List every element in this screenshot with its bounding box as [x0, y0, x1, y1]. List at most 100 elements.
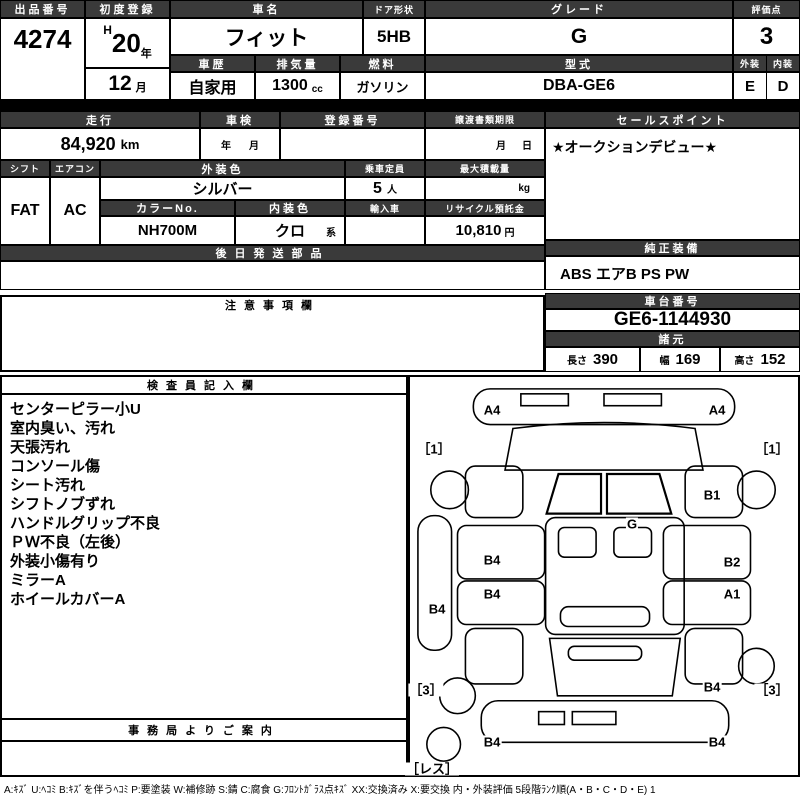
era-letter: H — [103, 23, 112, 37]
reg-year: 20 — [111, 27, 141, 58]
inspector-note: 天張汚れ — [10, 439, 71, 456]
car-name-value: フィット — [170, 18, 363, 55]
damage-mark: A4 — [482, 402, 502, 418]
spec-width: 幅 169 — [640, 347, 720, 372]
score-value: 3 — [733, 18, 800, 55]
displacement-unit: cc — [311, 84, 323, 95]
fuel-label: 燃料 — [340, 55, 425, 72]
inspection-value: 年 月 — [200, 128, 280, 160]
damage-mark: B1 — [702, 487, 722, 503]
import-label: 輸入車 — [345, 200, 425, 216]
inspection-month-unit: 月 — [249, 140, 259, 152]
sales-point-label: セールスポイント — [545, 111, 800, 128]
door-shape-label: ドア形状 — [363, 0, 425, 18]
grade-value: G — [425, 18, 733, 55]
damage-mark: B4 — [482, 734, 502, 750]
spec-length: 長さ 390 — [545, 347, 640, 372]
inspection-label: 車検 — [200, 111, 280, 128]
exterior-color-value: シルバー — [100, 177, 345, 200]
registration-number-label: 登録番号 — [280, 111, 425, 128]
mileage-number: 84,920 — [60, 133, 116, 154]
inspector-note: ホイールカバーA — [10, 591, 126, 608]
displacement-label: 排気量 — [255, 55, 340, 72]
chassis-number-label: 車台番号 — [545, 293, 800, 309]
lot-number-label: 出品番号 — [0, 0, 85, 18]
inspector-note: ミラーA — [10, 572, 66, 589]
deadline-month-unit: 月 — [496, 140, 506, 152]
first-registration-month: 12 月 — [85, 68, 170, 100]
spec-height-value: 152 — [760, 351, 786, 368]
damage-mark: A4 — [707, 402, 727, 418]
exterior-grade-value: E — [733, 72, 767, 100]
year-unit: 年 — [140, 48, 152, 60]
import-value — [345, 216, 425, 245]
damage-mark: ［3］ — [408, 682, 444, 698]
inspector-header: 検査員記入欄 — [2, 377, 406, 395]
damage-mark: B4 — [482, 586, 502, 602]
interior-grade-label: 内装 — [766, 55, 800, 72]
inspector-note: シフトノブずれ — [10, 496, 116, 513]
capacity-label: 乗車定員 — [345, 160, 425, 177]
grade-label: グレード — [425, 0, 733, 18]
model-code-label: 型式 — [425, 55, 733, 72]
damage-mark: G — [625, 516, 639, 532]
transfer-deadline-value: 月 日 — [425, 128, 545, 160]
capacity-unit: 人 — [386, 185, 397, 196]
damage-mark: ［3］ — [754, 682, 790, 698]
inspection-year-unit: 年 — [221, 140, 231, 152]
damage-mark: B2 — [722, 554, 742, 570]
spec-height: 高さ 152 — [720, 347, 800, 372]
registration-number-value — [280, 128, 425, 160]
score-label: 評価点 — [733, 0, 800, 18]
lot-number-value: 4274 — [0, 18, 85, 100]
legend-line: A:ｷｽﾞ U:ﾍｺﾐ B:ｷｽﾞを伴うﾍｺﾐ P:要塗装 W:補修跡 S:錆 … — [4, 785, 656, 796]
max-load-label: 最大積載量 — [425, 160, 545, 177]
recycle-deposit-number: 10,810 — [455, 222, 502, 239]
interior-color-label: 内装色 — [235, 200, 345, 216]
interior-color-suffix: 系 — [326, 228, 336, 239]
mileage-value: 84,920 km — [0, 128, 200, 160]
color-no-value: NH700M — [100, 216, 235, 245]
color-no-label: カラーNo. — [100, 200, 235, 216]
spec-width-label: 幅 — [659, 356, 670, 367]
office-info-strip: 事務局よりご案内 — [2, 718, 406, 742]
recycle-deposit-unit: 円 — [504, 228, 515, 239]
interior-color-value: クロ 系 — [235, 216, 345, 245]
interior-color-name: クロ — [274, 223, 305, 240]
mileage-label: 走行 — [0, 111, 200, 128]
car-diagram-svg — [417, 388, 777, 762]
chassis-number-value: GE6-1144930 — [545, 309, 800, 331]
interior-grade-value: D — [766, 72, 800, 100]
inspector-note: シート汚れ — [10, 477, 86, 494]
damage-mark: B4 — [427, 601, 447, 617]
capacity-value: 5 人 — [345, 177, 425, 200]
inspector-note: 室内臭い、汚れ — [10, 420, 116, 437]
displacement-number: 1300 — [272, 77, 308, 94]
spec-height-label: 高さ — [734, 356, 755, 367]
inspector-note: センターピラー小U — [10, 401, 141, 418]
inspector-note: ＰＷ不良（左後） — [10, 534, 131, 551]
damage-mark: ［1］ — [754, 441, 790, 457]
spec-length-value: 390 — [592, 351, 619, 368]
sales-point-value: ★オークションデビュー★ — [545, 128, 800, 240]
caution-box: 注意事項欄 — [0, 295, 545, 372]
recycle-deposit-label: リサイクル預託金 — [425, 200, 545, 216]
equipment-value: ABS エアB PS PW — [545, 256, 800, 290]
inspector-note: ハンドルグリップ不良 — [10, 515, 161, 532]
damage-mark: ［1］ — [416, 441, 452, 457]
later-parts-label: 後日発送部品 — [0, 245, 545, 261]
damage-mark: ［レス］ — [404, 761, 460, 777]
caution-label: 注意事項欄 — [225, 300, 320, 312]
first-registration-year: H 20 年 — [85, 18, 170, 68]
damage-mark: B4 — [707, 734, 727, 750]
displacement-value: 1300 cc — [255, 72, 340, 100]
black-divider-bar — [0, 100, 800, 111]
deadline-day-unit: 日 — [522, 140, 532, 152]
shift-value: FAT — [0, 177, 50, 245]
spec-length-label: 長さ — [566, 356, 587, 367]
